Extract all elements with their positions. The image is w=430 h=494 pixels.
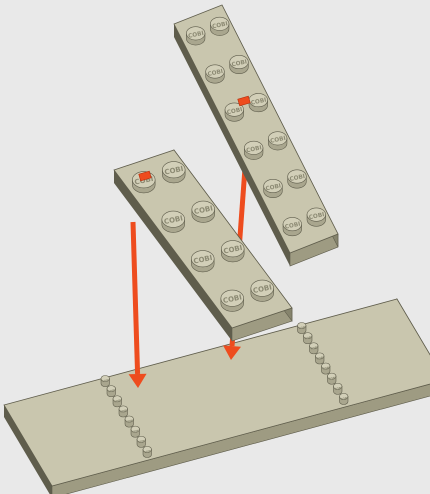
- stud: COBI: [119, 406, 128, 417]
- stud: COBI: [328, 373, 337, 384]
- stud: COBI: [192, 201, 215, 222]
- stud: COBI: [322, 363, 331, 374]
- stud: COBI: [283, 217, 302, 235]
- stud: COBI: [334, 383, 343, 394]
- stud: COBI: [307, 208, 326, 226]
- stud: COBI: [221, 290, 244, 311]
- stud: COBI: [107, 386, 116, 397]
- stud: COBI: [162, 162, 185, 183]
- stud: COBI: [191, 251, 214, 272]
- stud: COBI: [298, 323, 307, 334]
- stud: COBI: [249, 93, 268, 111]
- stud: COBI: [101, 376, 110, 387]
- stud: COBI: [264, 179, 283, 197]
- stud: COBI: [310, 343, 319, 354]
- stud: COBI: [206, 65, 225, 83]
- stud: COBI: [186, 27, 205, 45]
- stud: COBI: [288, 170, 307, 188]
- stud: COBI: [230, 55, 249, 73]
- stud: COBI: [268, 132, 287, 150]
- stud: COBI: [210, 17, 229, 35]
- stud: COBI: [143, 446, 152, 457]
- stud: COBI: [125, 416, 134, 427]
- stud: COBI: [340, 393, 349, 404]
- stud: COBI: [131, 426, 140, 437]
- stud: COBI: [304, 333, 313, 344]
- stud: COBI: [251, 280, 274, 301]
- stud: COBI: [113, 396, 122, 407]
- stud: COBI: [244, 141, 263, 159]
- stud: COBI: [137, 436, 146, 447]
- stud: COBI: [221, 241, 244, 262]
- stud: COBI: [162, 211, 185, 232]
- stud: COBI: [316, 353, 325, 364]
